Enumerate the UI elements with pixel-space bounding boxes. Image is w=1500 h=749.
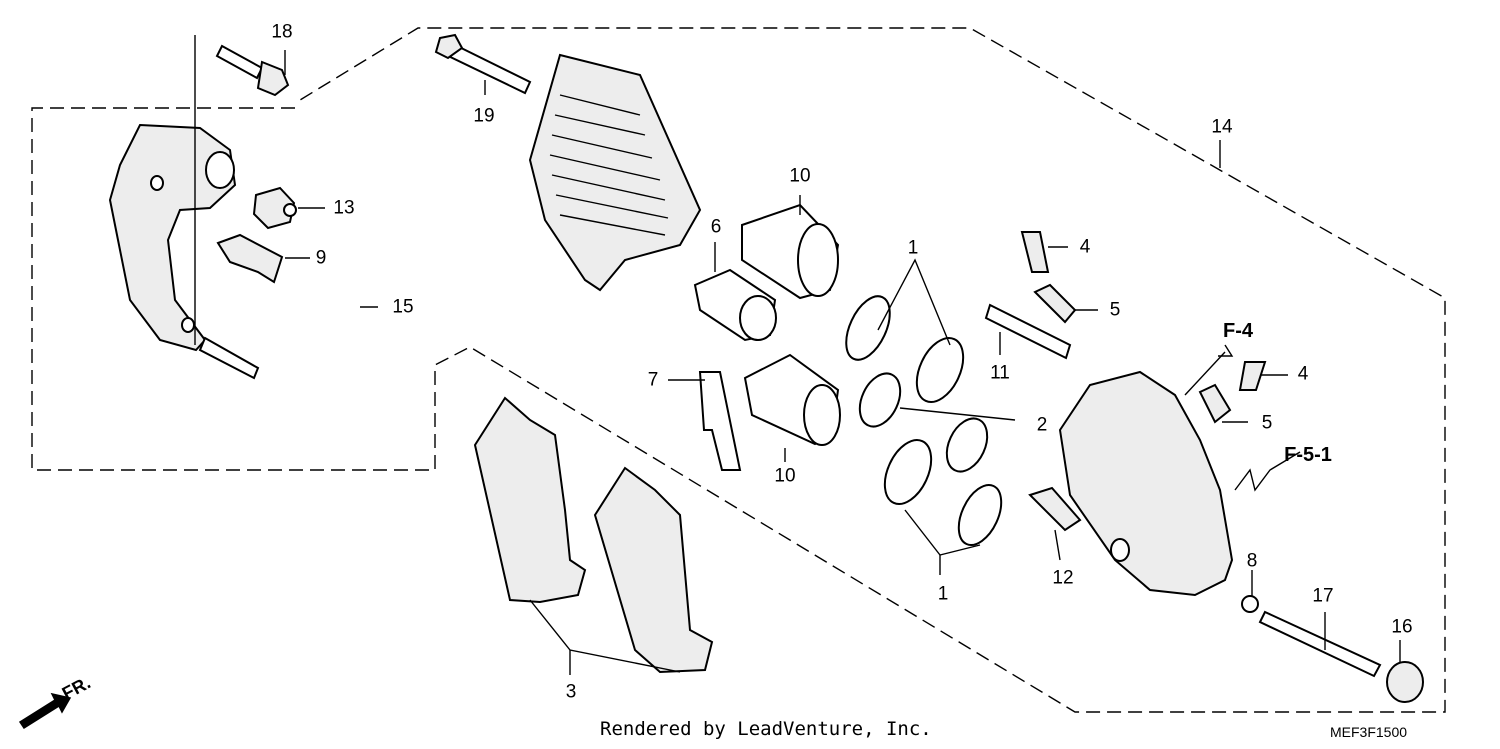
washer-8-part	[1241, 595, 1259, 613]
callout-9: 9	[315, 247, 327, 269]
callout-18: 18	[271, 21, 293, 43]
callout-15: 15	[392, 296, 414, 318]
bolt-11-part	[984, 303, 1072, 360]
callout-16: 16	[1391, 616, 1413, 638]
callout-5-lower: 5	[1261, 412, 1273, 434]
callout-11: 11	[990, 362, 1010, 384]
callout-14: 14	[1211, 116, 1233, 138]
seals-part	[845, 295, 1003, 546]
callout-2: 2	[1036, 414, 1048, 436]
callout-7: 7	[647, 369, 659, 391]
callout-10-upper: 10	[789, 165, 811, 187]
callout-5-upper: 5	[1109, 299, 1121, 321]
leader-lines	[284, 50, 1401, 675]
piston-6-part	[693, 268, 777, 342]
diagram-code: MEF3F1500	[1330, 724, 1408, 740]
callout-3: 3	[565, 681, 577, 703]
callout-4-upper: 4	[1079, 236, 1091, 258]
footer-credit: Rendered by LeadVenture, Inc.	[600, 718, 932, 740]
bolt-19-part	[434, 33, 532, 95]
callout-10-lower: 10	[774, 465, 796, 487]
caliper-bracket-part	[108, 35, 260, 380]
pin-17-part	[1258, 610, 1382, 678]
piston-10-upper-part	[741, 203, 840, 300]
piston-10-lower-part	[743, 353, 841, 446]
callout-12: 12	[1052, 567, 1074, 589]
callout-13: 13	[333, 197, 355, 219]
brake-pads-part	[473, 396, 714, 674]
bracket-group-outline	[31, 27, 1446, 713]
direction-arrow-icon	[18, 692, 72, 730]
clip-9-part	[216, 233, 284, 284]
callout-1-lower: 1	[937, 583, 949, 605]
callout-4-lower: 4	[1297, 363, 1309, 385]
callout-19: 19	[473, 105, 495, 127]
cap-5-upper-part	[1033, 283, 1077, 324]
reference-f-4[interactable]: F-4	[1223, 320, 1253, 342]
callout-17: 17	[1312, 585, 1334, 607]
callout-1-upper: 1	[907, 237, 919, 259]
bolt-18-part	[215, 44, 290, 97]
bleeder-4-upper-part	[1020, 231, 1050, 273]
plug-16-part	[1386, 661, 1424, 703]
reference-f-5-1[interactable]: F-5-1	[1284, 444, 1332, 466]
pad-spring-7-part	[698, 371, 742, 471]
cap-5-lower-part	[1198, 383, 1232, 424]
bolt-12-part	[1028, 486, 1082, 532]
bleeder-4-lower-part	[1238, 361, 1267, 391]
caliper-body-part	[1058, 370, 1234, 597]
pin-13-part	[252, 186, 297, 230]
callout-8: 8	[1246, 550, 1258, 572]
caliper-cover-part	[528, 53, 702, 292]
callout-6: 6	[710, 216, 722, 238]
